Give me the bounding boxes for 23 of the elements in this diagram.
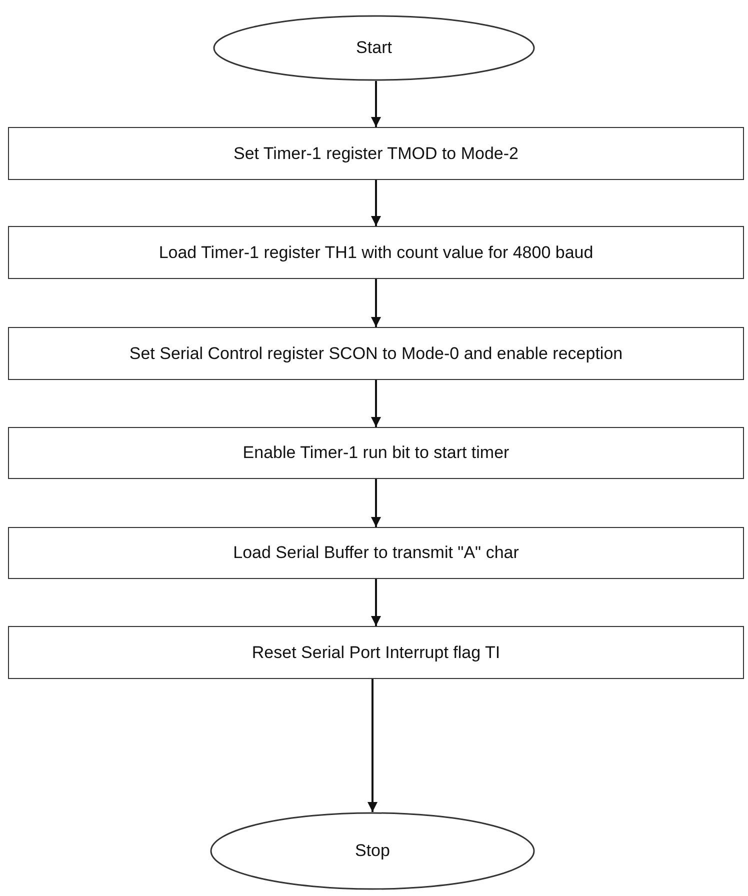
step-label: Set Timer-1 register TMOD to Mode-2 <box>234 144 518 164</box>
arrow <box>371 380 381 427</box>
step-label: Load Timer-1 register TH1 with count value for 4800 baud <box>158 242 594 262</box>
step-label: Enable Timer-1 run bit to start timer <box>242 443 510 463</box>
step-label: Set Serial Control register SCON to Mode-0 and enable reception <box>129 344 623 364</box>
step-label: Reset Serial Port Interrupt flag TI <box>252 642 500 662</box>
step-label: Stop <box>355 841 390 861</box>
terminal-ellipse <box>210 812 535 890</box>
arrow <box>371 479 381 527</box>
process-box <box>8 626 744 679</box>
step-label: Start <box>356 38 392 58</box>
process-box <box>8 527 744 579</box>
process-box <box>8 427 744 479</box>
arrow <box>368 679 378 812</box>
process-box <box>8 327 744 380</box>
arrow <box>371 579 381 626</box>
arrow <box>371 81 381 127</box>
step-label: Load Serial Buffer to transmit "A" char <box>233 543 519 563</box>
terminal-ellipse <box>213 15 535 81</box>
arrow <box>371 279 381 327</box>
process-box <box>8 226 744 279</box>
process-box <box>8 127 744 180</box>
arrow <box>371 180 381 226</box>
